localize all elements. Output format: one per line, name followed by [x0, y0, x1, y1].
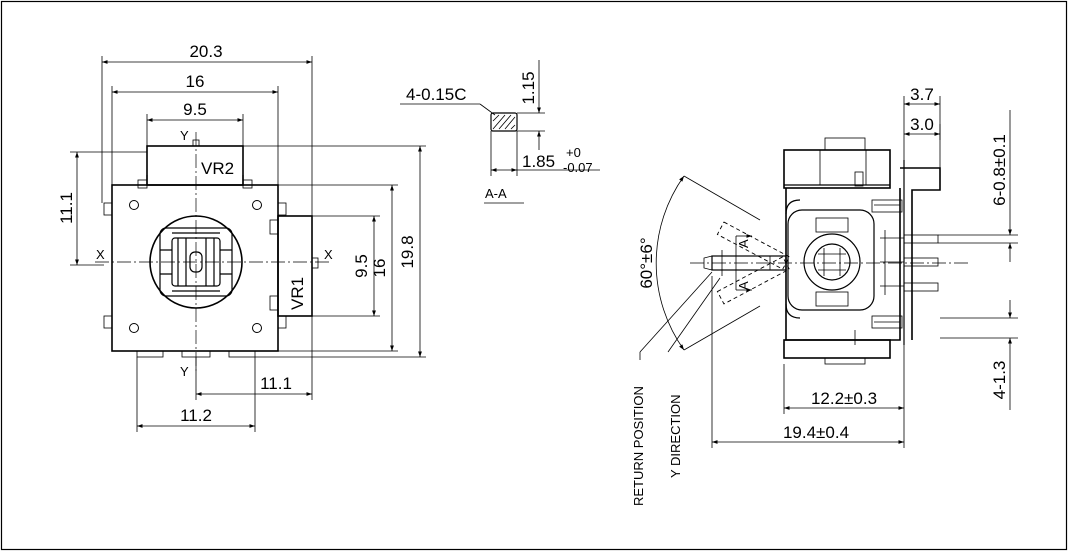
vr1-label: VR1	[288, 277, 307, 310]
dim-body-height: 16	[370, 259, 389, 278]
dim-pin-width: 6-0.8±0.1	[990, 134, 1009, 206]
dim-left-height: 11.1	[57, 192, 76, 224]
mount-hole	[252, 323, 262, 333]
dim-bottom-left: 11.2	[180, 406, 212, 425]
side-pin	[903, 282, 939, 292]
angle-arc	[655, 175, 685, 351]
section-mark-top: A	[736, 239, 751, 248]
dim-pin-length: 4-1.3	[990, 361, 1009, 400]
section-mark-bottom: A	[736, 281, 751, 290]
axis-y-top-label: Y	[180, 128, 189, 143]
side-pin	[903, 257, 939, 267]
mount-hole	[252, 200, 262, 210]
front-view: Y Y X X VR2 VR1 20.3 16 9.5 11.1 9.5	[57, 42, 426, 432]
side-top-housing	[783, 149, 891, 189]
side-body	[785, 188, 901, 341]
chamfer-label: 4-0.15C	[406, 85, 466, 104]
axis-x-right-label: X	[324, 247, 333, 262]
dim-section-height: 1.15	[519, 71, 538, 104]
dim-3-7: 3.7	[910, 85, 934, 104]
mount-hole	[129, 323, 139, 333]
axis-y-bottom-label: Y	[180, 364, 189, 379]
label-return-position: RETURN POSITION	[631, 386, 646, 506]
dim-overall-width: 20.3	[189, 42, 222, 61]
dim-vr2-width: 9.5	[183, 100, 207, 119]
axis-x-left-label: X	[96, 247, 105, 262]
dim-19-4: 19.4±0.4	[783, 423, 849, 442]
dim-vr1-height: 9.5	[352, 254, 371, 278]
mount-hole	[129, 200, 139, 210]
dim-overall-height: 19.8	[398, 235, 417, 268]
section-hatch-box	[490, 112, 518, 132]
dim-section-width: 1.85	[522, 152, 555, 171]
label-y-direction: Y DIRECTION	[668, 394, 683, 478]
section-label: A-A	[485, 186, 507, 201]
dim-12-2: 12.2±0.3	[811, 389, 877, 408]
dim-section-tol-upper: +0	[566, 145, 581, 160]
side-bottom-housing	[783, 339, 891, 359]
side-view: A A 60°±6° RETURN POSITION Y DIRECTION 3…	[631, 85, 1018, 506]
side-pin	[903, 234, 939, 244]
dim-angle: 60°±6°	[637, 237, 656, 288]
dim-body-width: 16	[186, 72, 205, 91]
dim-section-tol-lower: -0.07	[563, 160, 593, 175]
vr2-label: VR2	[201, 159, 234, 178]
side-knob	[803, 233, 861, 291]
dim-bottom-right: 11.1	[260, 374, 292, 393]
dim-3-0: 3.0	[910, 115, 934, 134]
section-detail: 4-0.15C 1.15 1.85 +0 -0.07 A-A	[400, 60, 600, 204]
